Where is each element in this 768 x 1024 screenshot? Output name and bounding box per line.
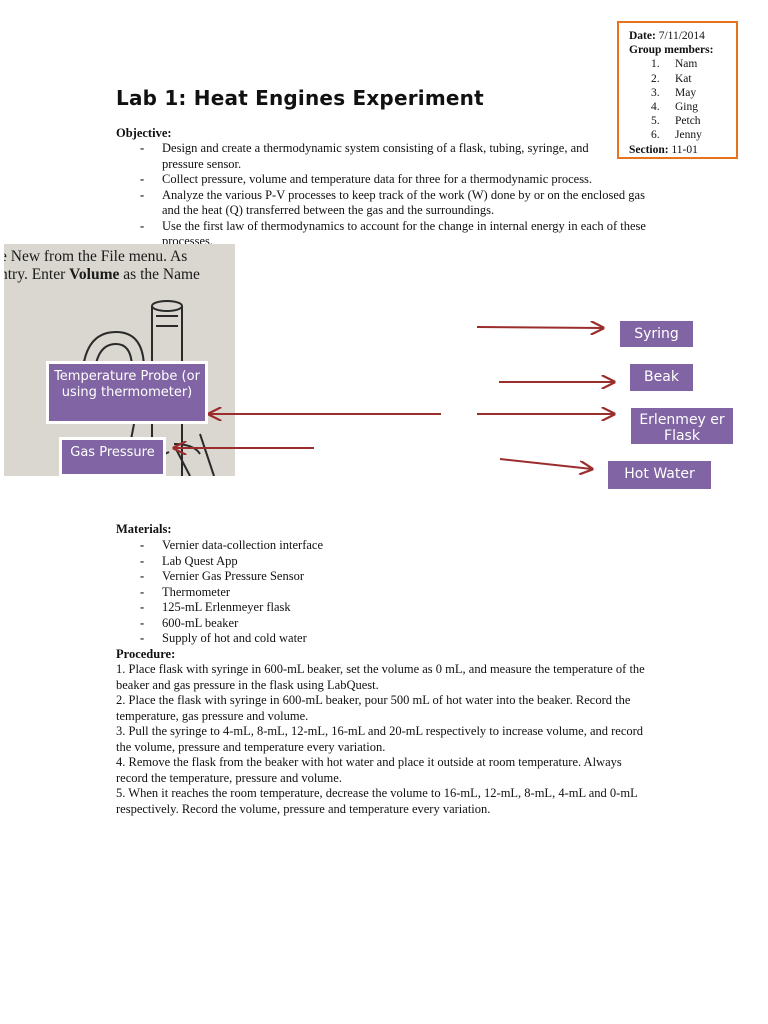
arrow-to-hot-water [499, 458, 592, 469]
procedure-step: 3. Pull the syringe to 4-mL, 8-mL, 12-mL… [116, 724, 644, 754]
arrow-to-syringe [476, 327, 603, 328]
label-beaker: Beak [630, 364, 693, 391]
member-item: 4.Ging [651, 101, 698, 114]
list-item: -Collect pressure, volume and temperatur… [140, 172, 593, 186]
objective-list: -Design and create a thermodynamic syste… [116, 141, 656, 250]
label-hot-water: Hot Water [608, 461, 711, 489]
procedure-step: 5. When it reaches the room temperature,… [116, 786, 638, 816]
list-item: -Lab Quest App [140, 553, 238, 568]
page-title: Lab 1: Heat Engines Experiment [116, 86, 484, 110]
label-gas-pressure: Gas Pressure [59, 437, 166, 477]
date-line: Date: 7/11/2014 [629, 30, 705, 42]
list-item: -Thermometer [140, 584, 231, 599]
section-value: 11-01 [671, 143, 698, 156]
group-label: Group members: [629, 44, 714, 57]
list-item: -Vernier Gas Pressure Sensor [140, 569, 304, 583]
list-item: -Design and create a thermodynamic syste… [140, 141, 589, 171]
member-item: 5.Petch [651, 115, 701, 128]
list-item: -600-mL beaker [140, 615, 239, 630]
label-temperature-probe: Temperature Probe (or using thermometer) [46, 361, 208, 424]
list-item: -Vernier data-collection interface [140, 538, 324, 552]
materials-list: -Vernier data-collection interface -Lab … [116, 538, 616, 647]
apparatus-photo: e New from the File menu. As ntry. Enter… [4, 244, 235, 476]
member-item: 6.Jenny [651, 129, 702, 142]
list-item: -125-mL Erlenmeyer flask [140, 600, 291, 614]
procedure-step: 4. Remove the flask from the beaker with… [116, 755, 622, 785]
materials-heading: Materials: [116, 522, 172, 536]
list-item: -Analyze the various P-V processes to ke… [140, 187, 645, 218]
section-line: Section: 11-01 [629, 143, 698, 156]
info-box: Date: 7/11/2014 Group members: 1.Nam 2.K… [617, 21, 738, 159]
photo-caption-line: ntry. Enter Volume as the Name [4, 266, 200, 283]
procedure-step: 2. Place the flask with syringe in 600-m… [116, 693, 631, 723]
procedure-heading: Procedure: [116, 647, 176, 661]
photo-caption-line: e New from the File menu. As [4, 248, 188, 265]
member-item: 2.Kat [651, 72, 692, 85]
member-item: 3.May [651, 86, 697, 99]
objective-heading: Objective: [116, 126, 172, 140]
procedure-step: 1. Place flask with syringe in 600-mL be… [116, 662, 645, 692]
label-erlenmeyer-flask: Erlenmey er Flask [631, 408, 733, 444]
label-syringe: Syring [620, 321, 693, 347]
member-item: 1.Nam [651, 58, 698, 71]
date-value: 7/11/2014 [658, 30, 705, 42]
procedure-steps: 1. Place flask with syringe in 600-mL be… [116, 662, 656, 817]
list-item: -Supply of hot and cold water [140, 631, 307, 645]
